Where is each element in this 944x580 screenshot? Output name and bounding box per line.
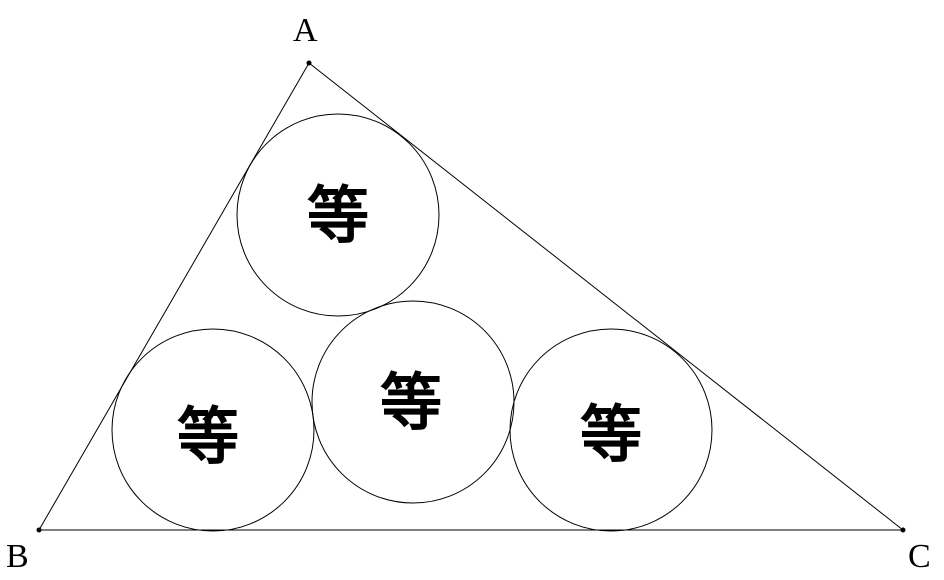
circle-bottom-middle-glyph: 等 (380, 366, 442, 439)
circle-top-glyph: 等 (307, 179, 369, 252)
edge-ab (38, 62, 310, 531)
edge-ac (308, 62, 904, 531)
vertex-label-b: B (6, 538, 29, 575)
vertex-c-dot (900, 527, 906, 533)
circle-bottom-left: 等 (111, 328, 315, 532)
circle-bottom-right-outline (509, 328, 713, 532)
vertex-a-dot (306, 60, 312, 66)
circle-top: 等 (236, 113, 440, 317)
circle-bottom-right: 等 (509, 328, 713, 532)
circle-bottom-left-glyph: 等 (177, 400, 239, 473)
vertex-b-dot (36, 527, 42, 533)
circle-bottom-right-glyph: 等 (580, 398, 642, 471)
circle-bottom-left-outline (111, 328, 315, 532)
circle-bottom-middle: 等 (311, 300, 515, 504)
vertex-label-c: C (908, 538, 931, 575)
vertex-label-a: A (293, 12, 318, 49)
circle-top-outline (236, 113, 440, 317)
